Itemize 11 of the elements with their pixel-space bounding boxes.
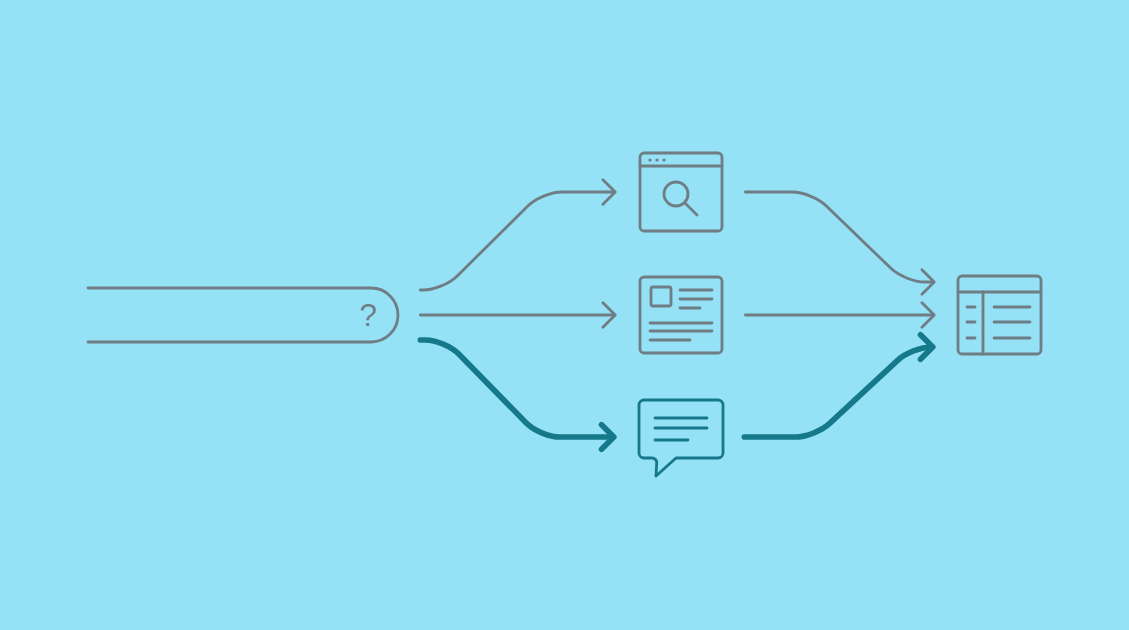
arrow (418, 178, 617, 292)
search-window-icon (638, 151, 724, 233)
arrow (744, 190, 936, 296)
arrow (744, 301, 936, 329)
arrow (741, 331, 936, 440)
chat-bubble-icon (637, 398, 725, 478)
search-bar: ? (86, 286, 400, 344)
document-icon (638, 275, 724, 355)
arrow (418, 301, 617, 329)
arrow (417, 337, 617, 453)
list-window-icon (956, 274, 1043, 356)
